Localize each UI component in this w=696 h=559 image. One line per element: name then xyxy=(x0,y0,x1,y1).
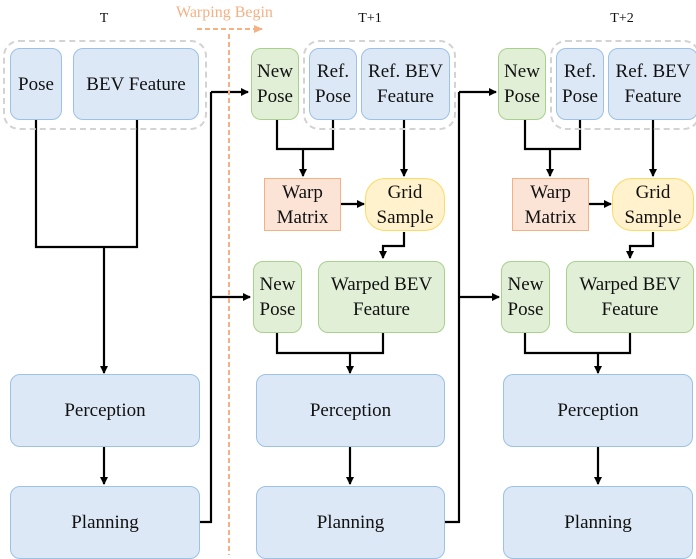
ref-bev-feature-box-t2: Ref. BEV Feature xyxy=(608,48,696,120)
new-pose-top-box-t1: New Pose xyxy=(251,48,299,120)
ref-group-t1 xyxy=(303,40,456,130)
warp-matrix-box-t1: Warp Matrix xyxy=(264,178,341,231)
ref-group-t2 xyxy=(550,40,696,130)
edge-planning-t1-to-t2 xyxy=(445,92,461,524)
warping-begin-label: Warping Begin xyxy=(176,4,273,21)
perception-box-t: Perception xyxy=(10,374,200,447)
step-label-t1: T+1 xyxy=(358,11,382,26)
new-pose-bottom-box-t2: New Pose xyxy=(501,261,550,333)
ref-pose-box-t1: Ref. Pose xyxy=(309,48,357,120)
edge-pose-bev-merge-t xyxy=(34,120,139,249)
warp-matrix-box-t2: Warp Matrix xyxy=(512,178,589,231)
planning-box-t: Planning xyxy=(10,486,200,559)
input-group-t xyxy=(3,40,207,130)
perception-box-t2: Perception xyxy=(503,374,693,447)
edge-planning-t-to-t1 xyxy=(200,92,213,524)
edge-grid-to-warped-t1 xyxy=(379,232,406,259)
edge-grid-to-warped-t2 xyxy=(626,232,655,259)
warped-bev-feature-box-t2: Warped BEV Feature xyxy=(566,261,694,333)
bev-feature-box-t: BEV Feature xyxy=(73,48,199,120)
new-pose-bottom-box-t1: New Pose xyxy=(253,261,302,333)
edge-poses-to-warp-t2 xyxy=(523,120,582,151)
step-label-t2: T+2 xyxy=(610,11,634,26)
pose-box-t: Pose xyxy=(10,48,62,120)
edge-poses-to-warp-t1 xyxy=(275,120,335,151)
grid-sample-box-t2: Grid Sample xyxy=(612,178,694,231)
edge-merge-bottom-t2 xyxy=(523,333,632,355)
edge-merge-bottom-t1 xyxy=(275,333,385,355)
step-label-t: T xyxy=(99,11,109,26)
grid-sample-box-t1: Grid Sample xyxy=(365,178,445,231)
warped-bev-feature-box-t1: Warped BEV Feature xyxy=(318,261,445,333)
ref-bev-feature-box-t1: Ref. BEV Feature xyxy=(361,48,450,120)
ref-pose-box-t2: Ref. Pose xyxy=(556,48,604,120)
planning-box-t1: Planning xyxy=(256,486,445,559)
new-pose-top-box-t2: New Pose xyxy=(498,48,546,120)
perception-box-t1: Perception xyxy=(256,374,445,447)
planning-box-t2: Planning xyxy=(503,486,693,559)
